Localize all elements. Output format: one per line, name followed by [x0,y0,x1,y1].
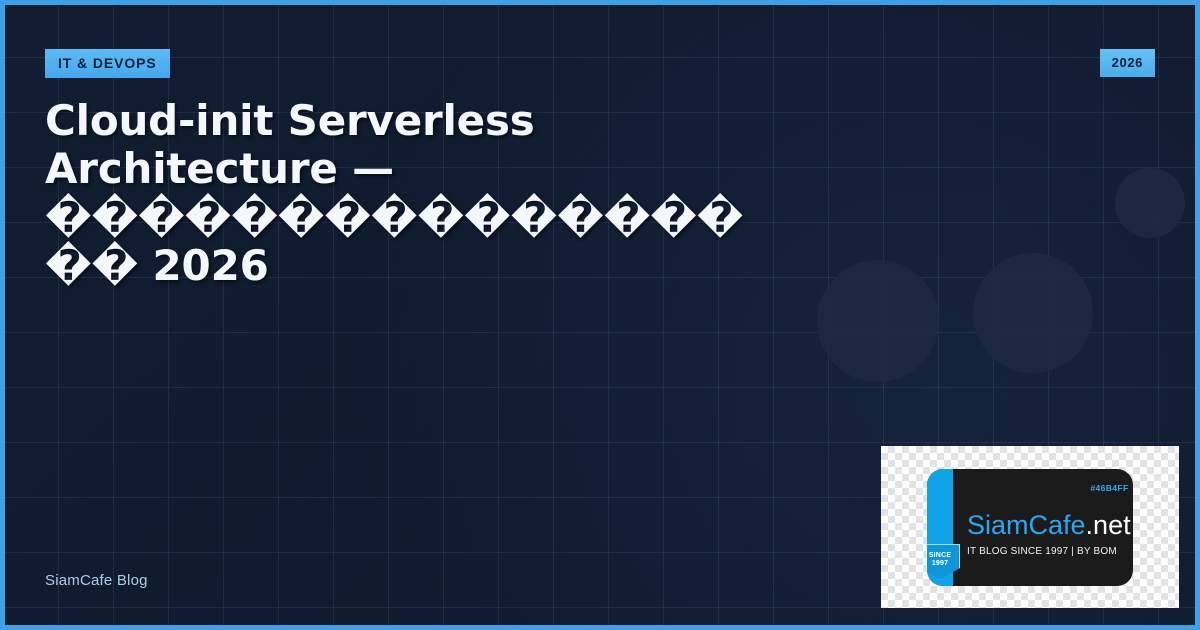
hex-color-label: #46B4FF [1090,482,1129,493]
wordmark-primary: SiamCafe [967,509,1086,540]
top-badge-row: IT & DEVOPS 2026 [45,49,1155,78]
since-year: 1997 [931,559,949,567]
decorative-circle-large-left [817,260,939,382]
footer-site-name: SiamCafe Blog [45,572,148,589]
card-content: IT & DEVOPS 2026 Cloud-init Serverless A… [5,5,1195,625]
logo-image-card: SINCE 1997 #46B4FF SiamCafe.net IT BLOG … [881,446,1179,608]
page-title: Cloud-init Serverless Architecture — ���… [45,96,744,290]
decorative-circle-small [1115,168,1185,238]
category-badge: IT & DEVOPS [45,49,170,78]
since-label: SINCE [928,551,952,559]
title-block: Cloud-init Serverless Architecture — ���… [45,96,785,290]
wordmark-suffix: .net [1085,509,1131,540]
siamcafe-logo: SINCE 1997 #46B4FF SiamCafe.net IT BLOG … [927,468,1133,586]
logo-wordmark: SiamCafe.net [967,509,1131,540]
logo-accent-stripe: SINCE 1997 [927,468,960,586]
logo-text-area: #46B4FF SiamCafe.net IT BLOG SINCE 1997 … [953,469,1133,586]
logo-tagline: IT BLOG SINCE 1997 | BY BOM [967,545,1117,557]
decorative-circle-large-right [973,253,1093,373]
year-badge: 2026 [1099,49,1155,77]
